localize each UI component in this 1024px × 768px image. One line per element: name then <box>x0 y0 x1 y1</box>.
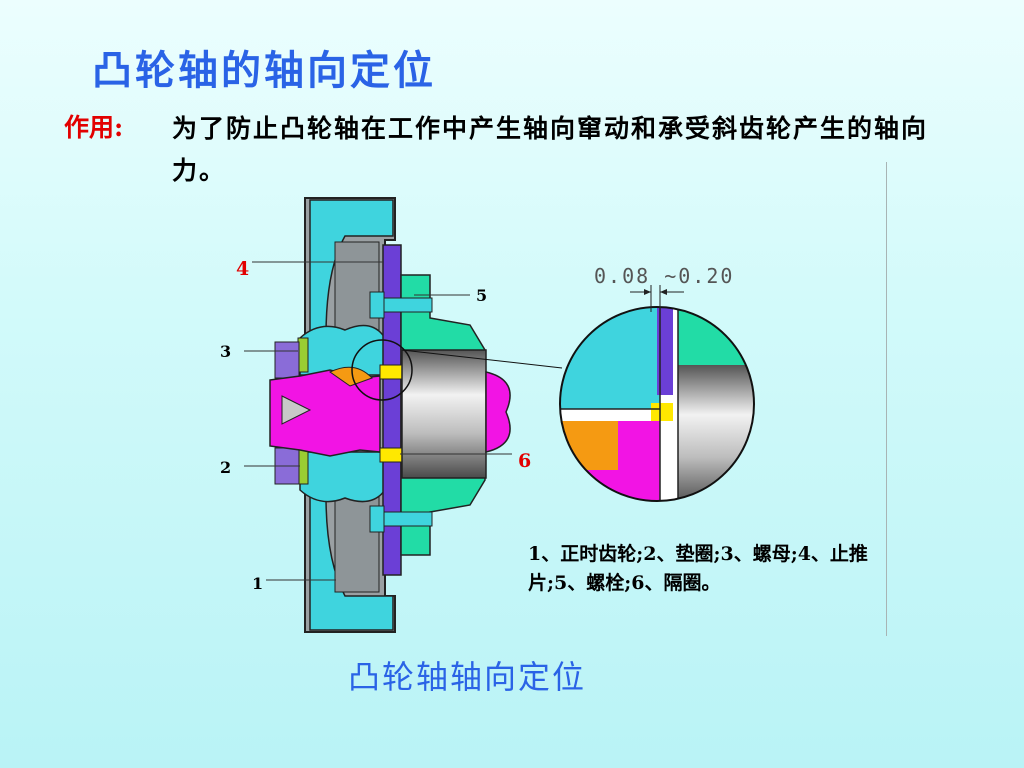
detail-marker-circle <box>351 339 413 401</box>
part-label-2: 2 <box>220 458 232 477</box>
part-label-6: 6 <box>518 450 532 472</box>
tolerance-dimension <box>630 285 684 312</box>
purpose-label: 作用: <box>64 113 124 142</box>
cam-lobe <box>485 371 511 453</box>
camshaft-body <box>401 349 487 479</box>
gear-hub <box>299 324 386 503</box>
tolerance-label: 0.08 ~0.20 <box>594 264 735 288</box>
nut-top <box>274 341 300 379</box>
diagram-caption: 凸轮轴轴向定位 <box>348 658 587 696</box>
part-label-1: 1 <box>252 574 264 593</box>
bolts <box>369 291 433 533</box>
part-label-4: 4 <box>236 258 250 280</box>
spacer-ring-top <box>379 364 403 380</box>
magnified-detail-outline <box>559 306 755 502</box>
magnified-detail <box>560 307 754 501</box>
detail-connector-line <box>401 349 563 369</box>
part-label-5: 5 <box>476 286 488 305</box>
page-title: 凸轮轴的轴向定位 <box>92 47 436 94</box>
leader-lines <box>244 261 512 581</box>
parts-legend: 1、正时齿轮;2、垫圈;3、螺母;4、止推片;5、螺栓;6、隔圈。 <box>528 543 868 594</box>
part-label-3: 3 <box>220 342 232 361</box>
purpose-text: 为了防止凸轮轴在工作中产生轴向窜动和承受斜齿轮产生的轴向力。 <box>172 114 929 185</box>
spacer-ring-bottom <box>379 447 403 463</box>
divider-line <box>886 162 887 636</box>
